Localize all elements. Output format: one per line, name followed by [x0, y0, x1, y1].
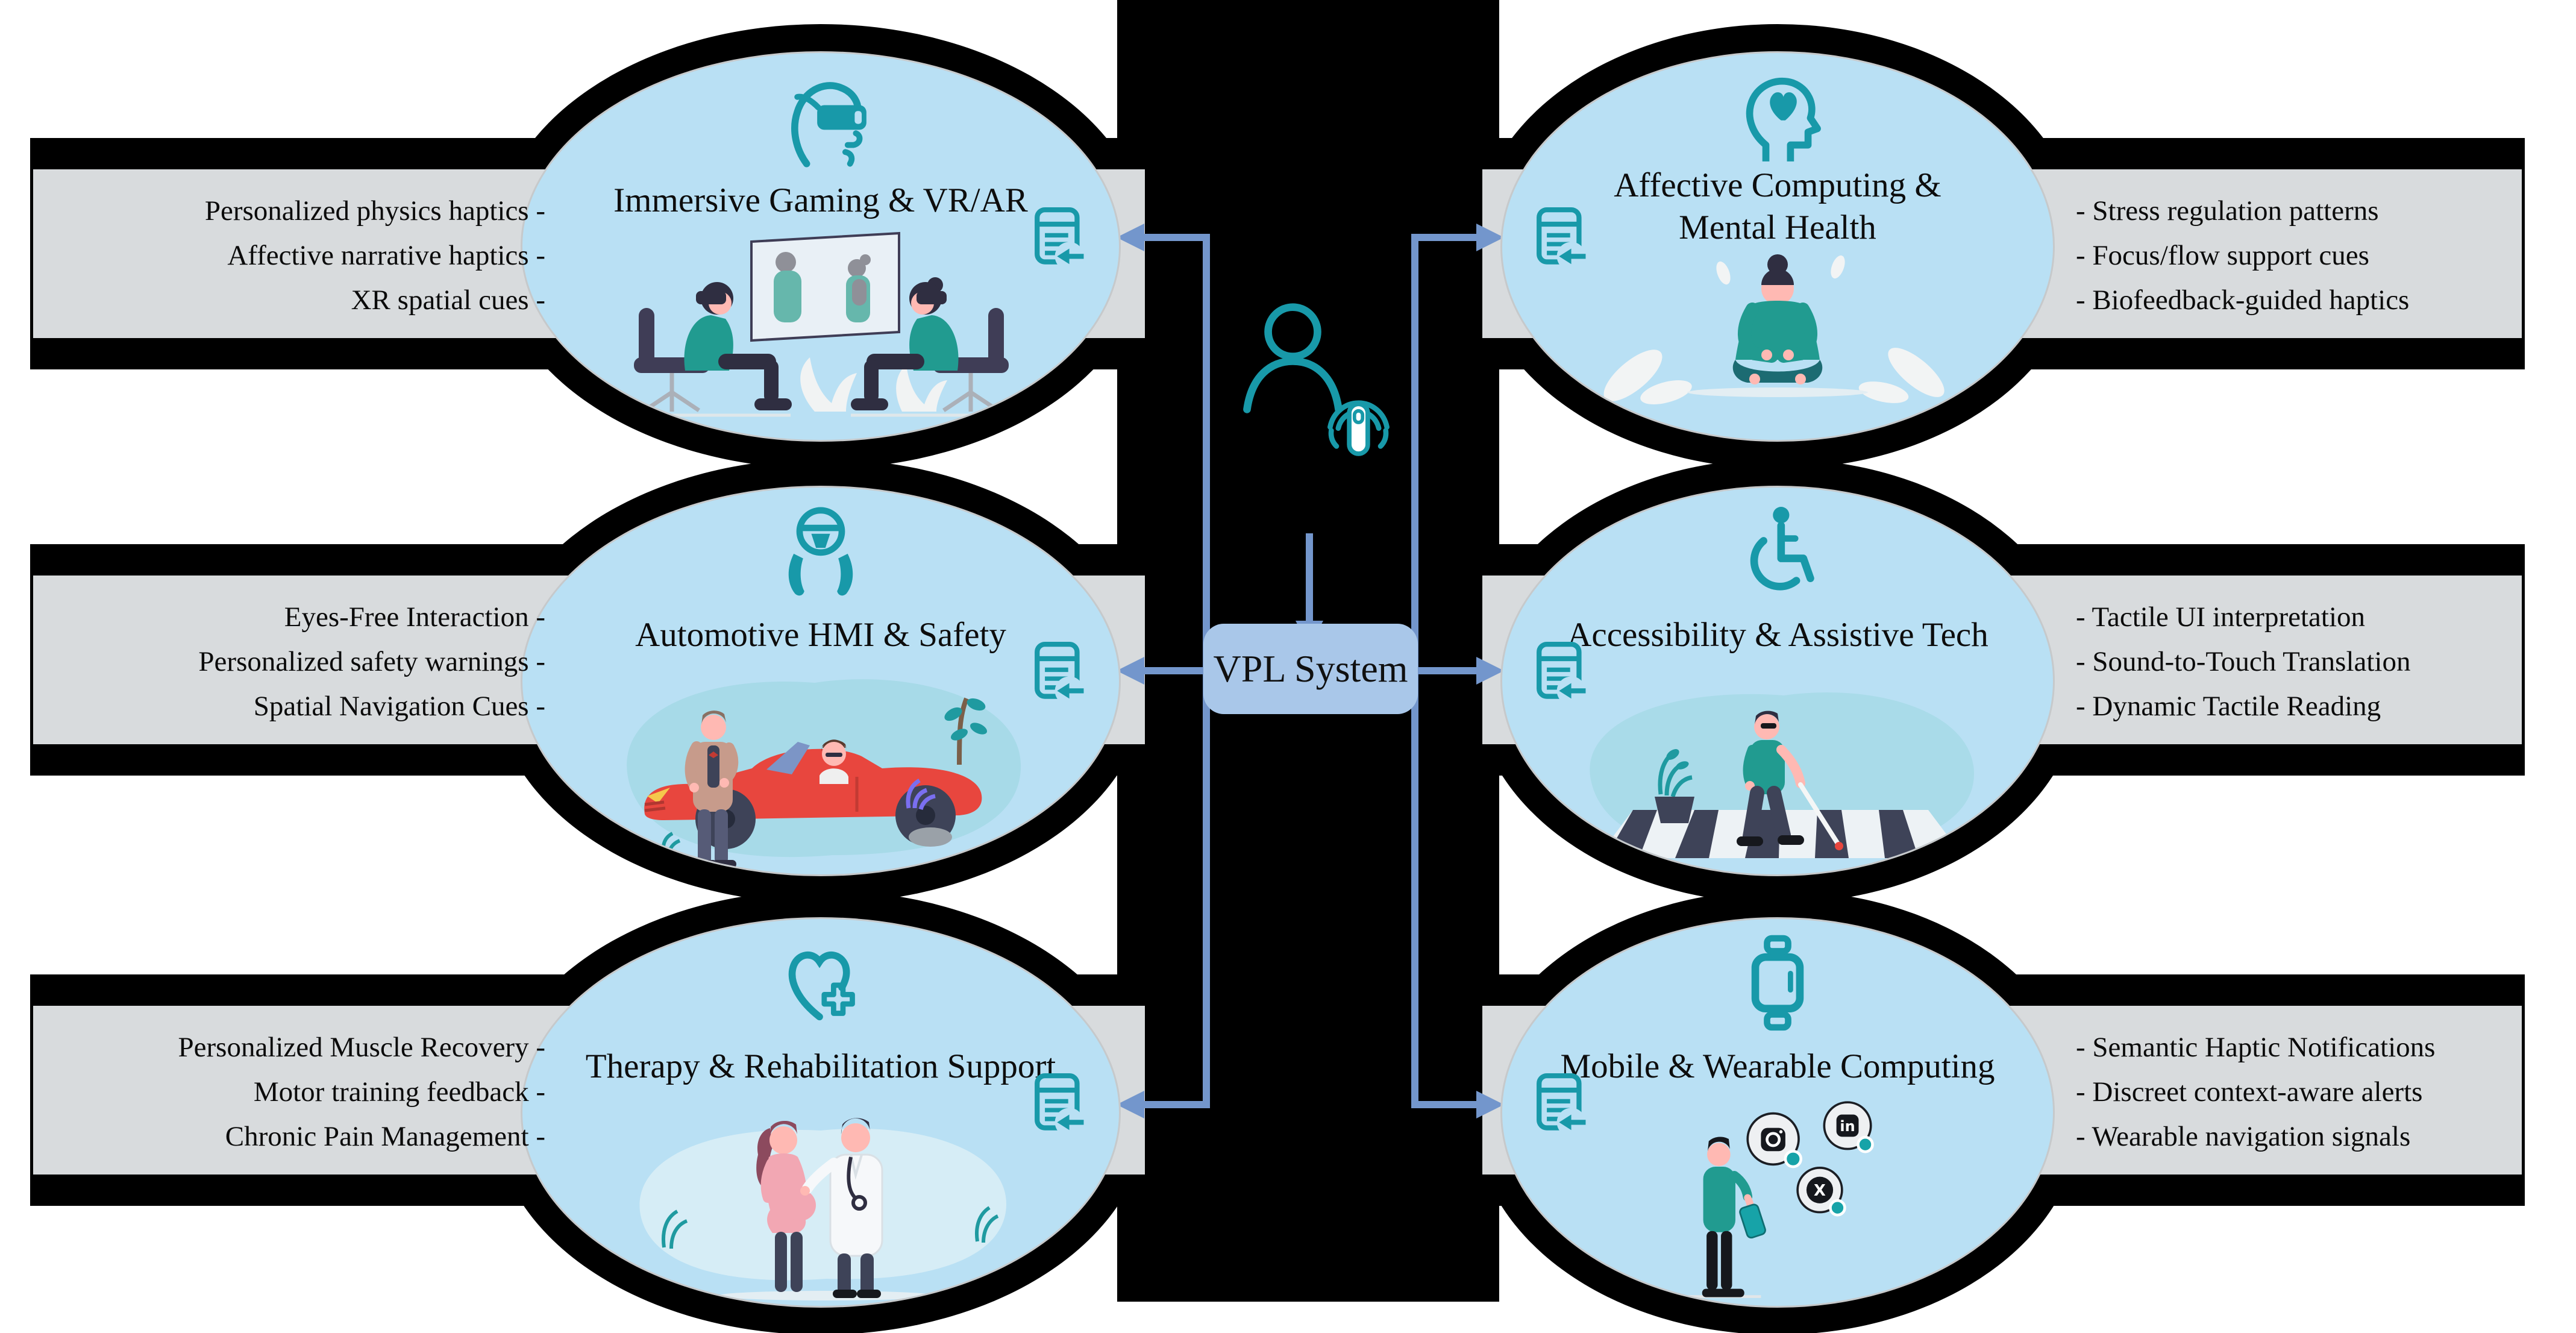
label-line: XR spatial cues -	[351, 284, 545, 316]
user-icon	[1243, 303, 1343, 413]
bubble-therapy: Therapy & Rehabilitation Support	[521, 917, 1121, 1308]
bubble-accessibility: Accessibility & Assistive Tech	[1500, 486, 2055, 876]
arrowhead-top-right	[1476, 224, 1504, 251]
document-input-icon	[1537, 641, 1586, 706]
bubble-title: Therapy & Rehabilitation Support	[585, 1047, 1056, 1085]
label-line: Affective narrative haptics -	[227, 240, 545, 271]
bubble-title: Mobile & Wearable Computing	[1560, 1047, 1995, 1085]
connector-bottom-right	[1412, 1101, 1478, 1108]
label-lines-affective: - Stress regulation patterns - Focus/flo…	[2076, 189, 2534, 322]
vpl-system-label: VPL System	[1213, 647, 1408, 690]
head-heart-icon	[1746, 77, 1821, 162]
bubble-automotive: Automotive HMI & Safety	[521, 486, 1121, 876]
label-line: - Discreet context-aware alerts	[2076, 1076, 2423, 1108]
label-line: Eyes-Free Interaction -	[284, 601, 545, 633]
vpl-system-node: VPL System	[1203, 624, 1418, 714]
connector-mid-left	[1141, 667, 1206, 674]
arrowhead-mid-right	[1476, 657, 1504, 685]
document-input-icon	[1035, 1073, 1084, 1137]
accessibility-illustration	[1590, 692, 1974, 858]
bubble-title: Immersive Gaming & VR/AR	[613, 181, 1028, 219]
label-line: - Sound-to-Touch Translation	[2076, 646, 2411, 677]
label-line: Chronic Pain Management -	[225, 1121, 545, 1152]
bubble-immersive-gaming: Immersive Gaming & VR/AR	[521, 51, 1121, 442]
document-input-icon	[1537, 1073, 1586, 1137]
connector-user-to-vpl	[1306, 533, 1313, 623]
label-line: - Biofeedback-guided haptics	[2076, 284, 2410, 316]
label-line: - Dynamic Tactile Reading	[2076, 691, 2381, 722]
automotive-illustration	[627, 679, 1021, 868]
label-lines-accessibility: - Tactile UI interpretation - Sound-to-T…	[2076, 595, 2534, 729]
label-line: - Tactile UI interpretation	[2076, 601, 2366, 633]
wheelchair-accessibility-icon	[1750, 507, 1814, 591]
meditation-illustration	[1603, 254, 1945, 404]
svg-text:in: in	[1840, 1118, 1855, 1135]
arrowhead-mid-left	[1117, 657, 1144, 685]
bubble-affective: Affective Computing & Mental Health	[1500, 51, 2055, 442]
bubble-mobile-wearable: Mobile & Wearable Computing in X	[1500, 917, 2055, 1308]
therapy-illustration	[639, 1118, 1007, 1300]
svg-text:X: X	[1814, 1182, 1826, 1200]
label-line: Spatial Navigation Cues -	[253, 691, 545, 722]
label-line: - Stress regulation patterns	[2076, 195, 2379, 227]
mobile-wearable-illustration: in X	[1661, 1101, 1874, 1298]
label-line: - Semantic Haptic Notifications	[2076, 1032, 2436, 1063]
document-input-icon	[1035, 641, 1084, 706]
document-input-icon	[1035, 207, 1084, 271]
bubble-title: Accessibility & Assistive Tech	[1567, 616, 1988, 654]
connector-top-left	[1141, 234, 1206, 241]
connector-bottom-left	[1141, 1101, 1206, 1108]
haptic-touch-icon	[1327, 400, 1390, 456]
vr-headset-icon	[791, 82, 867, 168]
vr-gaming-illustration	[586, 231, 1056, 417]
label-lines-automotive: Eyes-Free Interaction - Personalized saf…	[57, 595, 545, 729]
arrowhead-bottom-left	[1117, 1091, 1144, 1118]
connector-mid-right	[1412, 667, 1478, 674]
label-line: - Wearable navigation signals	[2076, 1121, 2411, 1152]
label-lines-therapy: Personalized Muscle Recovery - Motor tra…	[57, 1025, 546, 1159]
label-line: Personalized Muscle Recovery -	[178, 1032, 546, 1063]
steering-wheel-hands-icon	[788, 507, 853, 596]
bubble-title: Automotive HMI & Safety	[635, 616, 1006, 654]
label-line: Motor training feedback -	[253, 1076, 545, 1108]
label-line: Personalized physics haptics -	[204, 195, 545, 227]
label-lines-gaming: Personalized physics haptics - Affective…	[57, 189, 545, 322]
arrowhead-top-left	[1117, 224, 1144, 251]
smartwatch-icon	[1751, 935, 1804, 1031]
document-input-icon	[1537, 207, 1586, 271]
connector-top-right	[1412, 234, 1478, 241]
heart-medical-cross-icon	[788, 951, 855, 1021]
bubble-title: Affective Computing & Mental Health	[1614, 166, 1941, 246]
arrowhead-bottom-right	[1476, 1091, 1504, 1118]
label-line: Personalized safety warnings -	[198, 646, 545, 677]
label-lines-mobile: - Semantic Haptic Notifications - Discre…	[2076, 1025, 2534, 1159]
label-line: - Focus/flow support cues	[2076, 240, 2369, 271]
